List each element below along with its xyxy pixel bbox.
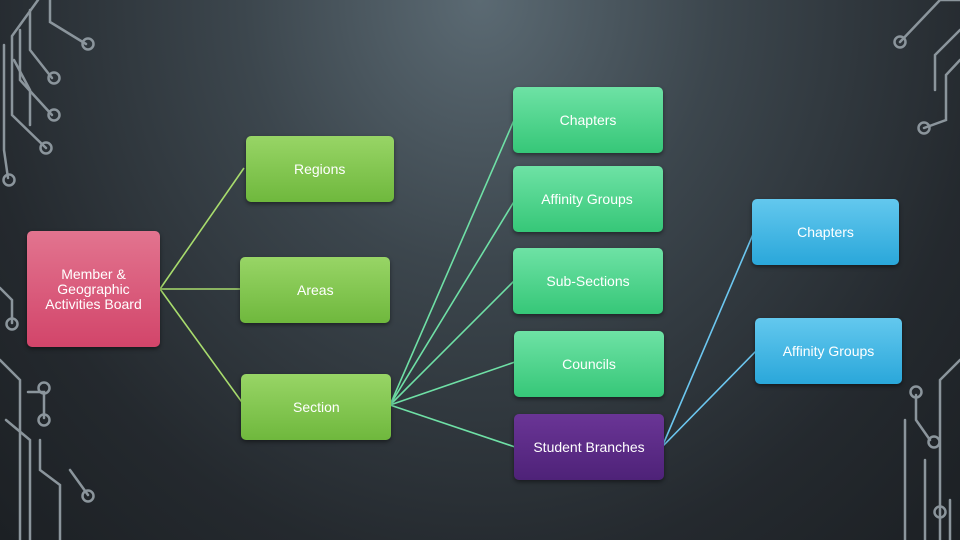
node-affinity-groups: Affinity Groups bbox=[513, 166, 663, 232]
node-sb-chapters: Chapters bbox=[752, 199, 899, 265]
link-section-chapters bbox=[389, 117, 516, 406]
node-sb-affinity-groups-label: Affinity Groups bbox=[782, 342, 875, 359]
node-councils: Councils bbox=[514, 331, 664, 397]
node-areas: Areas bbox=[240, 257, 390, 323]
node-sub-sections-label: Sub-Sections bbox=[546, 272, 630, 289]
node-sb-chapters-label: Chapters bbox=[797, 223, 854, 240]
node-student-branches-label: Student Branches bbox=[533, 438, 645, 455]
node-section: Section bbox=[241, 374, 391, 440]
node-chapters-label: Chapters bbox=[559, 111, 617, 128]
link-section-councils bbox=[389, 361, 516, 406]
link-section-subsections bbox=[389, 279, 516, 406]
node-member-board: Member & Geographic Activities Board bbox=[27, 231, 160, 347]
link-section-branches bbox=[389, 404, 516, 448]
link-section-affinity bbox=[389, 199, 516, 406]
node-sb-affinity-groups: Affinity Groups bbox=[755, 318, 902, 384]
node-sub-sections: Sub-Sections bbox=[513, 248, 663, 314]
node-member-board-label: Member & Geographic Activities Board bbox=[45, 265, 142, 312]
node-regions: Regions bbox=[246, 136, 394, 202]
node-councils-label: Councils bbox=[562, 355, 616, 372]
link-branches-affinity bbox=[661, 349, 758, 448]
node-student-branches: Student Branches bbox=[514, 414, 664, 480]
node-affinity-groups-label: Affinity Groups bbox=[541, 190, 633, 207]
link-branches-chapters bbox=[661, 231, 755, 448]
node-chapters: Chapters bbox=[513, 87, 663, 153]
node-section-label: Section bbox=[293, 399, 340, 415]
node-areas-label: Areas bbox=[297, 281, 334, 298]
link-board-regions bbox=[159, 167, 245, 290]
node-regions-label: Regions bbox=[294, 161, 346, 177]
link-board-section bbox=[159, 288, 245, 406]
